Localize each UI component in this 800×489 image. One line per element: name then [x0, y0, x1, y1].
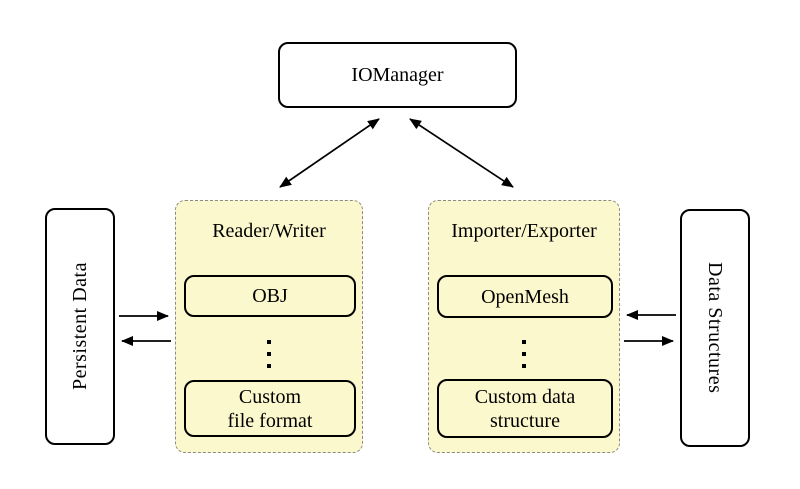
vdots-icon	[176, 336, 362, 372]
node-obj: OBJ	[184, 275, 356, 317]
node-custom-file-format-line1: Custom	[238, 385, 302, 408]
edge-iomanager-importer-exporter	[409, 118, 514, 188]
node-custom-data-structure: Custom data structure	[437, 379, 613, 438]
node-openmesh-label: OpenMesh	[481, 285, 569, 308]
node-openmesh: OpenMesh	[437, 275, 613, 318]
node-custom-data-structure-line1: Custom data	[474, 385, 576, 408]
edge-iomanager-reader-writer	[279, 118, 380, 188]
vdots-icon	[429, 336, 619, 372]
node-custom-file-format: Custom file format	[184, 380, 356, 437]
node-data-structures-label: Data Structures	[704, 262, 726, 394]
node-custom-data-structure-line2: structure	[490, 409, 560, 432]
group-reader-writer-title: Reader/Writer	[212, 220, 326, 242]
group-importer-exporter: Importer/Exporter OpenMesh Custom data s…	[428, 200, 620, 453]
node-persistent-data: Persistent Data	[45, 208, 115, 445]
node-iomanager-label: IOManager	[351, 64, 444, 86]
group-importer-exporter-title: Importer/Exporter	[451, 220, 597, 242]
node-data-structures: Data Structures	[680, 209, 750, 447]
node-obj-label: OBJ	[252, 285, 288, 307]
node-custom-file-format-line2: file format	[227, 409, 313, 432]
node-persistent-data-label: Persistent Data	[69, 262, 91, 391]
group-reader-writer: Reader/Writer OBJ Custom file format	[175, 200, 363, 453]
node-iomanager: IOManager	[278, 42, 517, 108]
